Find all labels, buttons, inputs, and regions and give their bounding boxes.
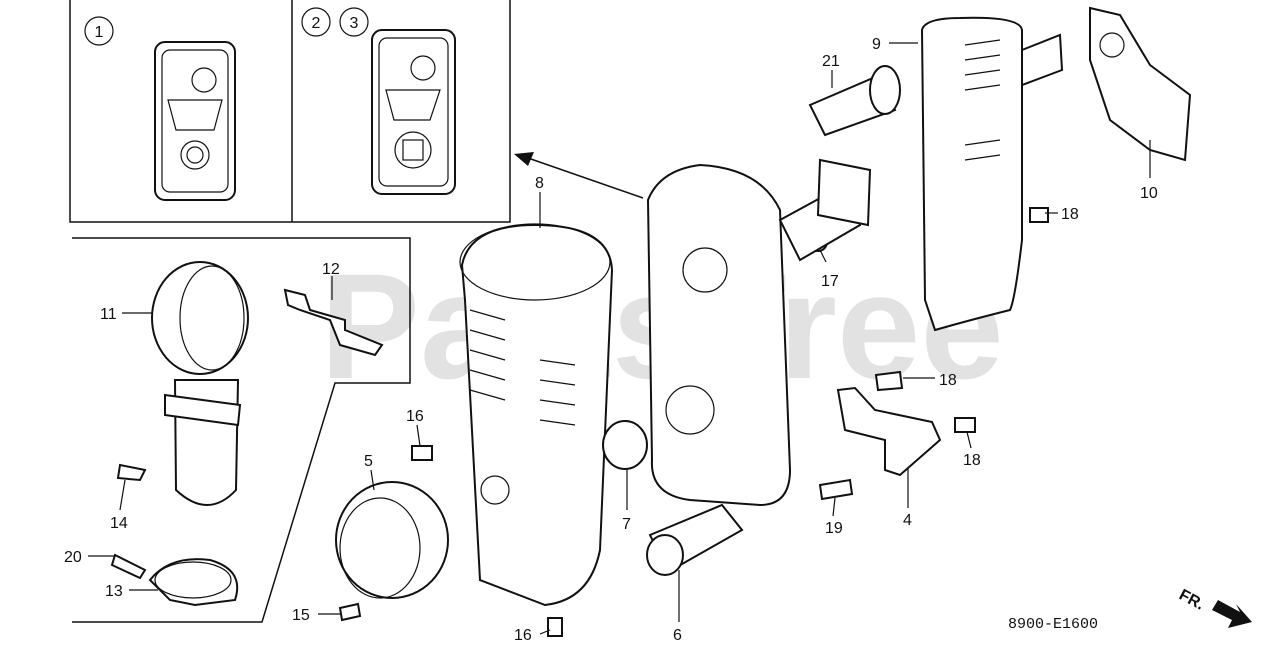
- callout-8[interactable]: 8: [535, 175, 544, 192]
- bolt-20: [110, 553, 147, 580]
- callout-18c[interactable]: 18: [963, 452, 981, 469]
- svg-text:3: 3: [350, 15, 359, 32]
- variant-1-muffler-front: [154, 41, 236, 201]
- svg-text:FR.: FR.: [1176, 587, 1207, 614]
- bolt-15: [338, 602, 362, 622]
- callout-15[interactable]: 15: [292, 607, 310, 624]
- callout-12[interactable]: 12: [322, 261, 340, 278]
- part-6-screen: [646, 503, 744, 576]
- variant-1-marker: 1: [84, 16, 114, 46]
- callout-21[interactable]: 21: [822, 53, 840, 70]
- variant-3-marker: 3: [339, 7, 369, 37]
- bolt-18b: [874, 370, 904, 392]
- callout-7[interactable]: 7: [622, 516, 631, 533]
- muffler-body: [646, 158, 872, 507]
- leader-lines: [88, 42, 1151, 635]
- diagram-code: 8900-E1600: [1008, 616, 1098, 633]
- bolt-16a: [411, 445, 433, 461]
- part-9-heat-shield: [920, 16, 1064, 332]
- part-12-bracket: [283, 288, 384, 357]
- callout-17[interactable]: 17: [821, 273, 839, 290]
- callout-6[interactable]: 6: [673, 627, 682, 644]
- callout-13[interactable]: 13: [105, 583, 123, 600]
- callout-16a[interactable]: 16: [406, 408, 424, 425]
- bolt-18c: [954, 417, 976, 433]
- callout-14[interactable]: 14: [110, 515, 128, 532]
- variant-2-marker: 2: [301, 7, 331, 37]
- part-5-arrester-cap: [335, 481, 449, 599]
- part-11-arrester: [151, 261, 249, 506]
- inset-frames: [69, 0, 511, 623]
- part-7-cap: [602, 420, 648, 470]
- callout-11[interactable]: 11: [100, 306, 117, 323]
- callout-9[interactable]: 9: [872, 36, 881, 53]
- part-10-stay-plate: [1089, 6, 1192, 162]
- callout-4[interactable]: 4: [903, 512, 912, 529]
- direction-arrow: [514, 152, 644, 199]
- svg-text:2: 2: [312, 15, 321, 32]
- callout-20[interactable]: 20: [64, 549, 82, 566]
- svg-text:1: 1: [95, 24, 104, 41]
- callout-5[interactable]: 5: [364, 453, 373, 470]
- bolt-18a: [1029, 207, 1049, 223]
- part-4-bracket: [836, 386, 942, 477]
- front-direction-indicator: FR.: [1176, 587, 1252, 628]
- callout-labels: 9 10 21 8 12 11 17 18 18 18 4 19 7 6 5 1…: [64, 36, 1158, 644]
- callout-18b[interactable]: 18: [939, 372, 957, 389]
- callout-10[interactable]: 10: [1140, 185, 1158, 202]
- bolt-16b: [547, 617, 563, 637]
- part-21-screen: [808, 65, 901, 137]
- bolt-14: [116, 463, 147, 482]
- part-8-protector: [459, 223, 614, 607]
- bolt-19: [818, 478, 854, 501]
- part-13-clamp: [148, 558, 239, 607]
- callout-16b[interactable]: 16: [514, 627, 532, 644]
- callout-19[interactable]: 19: [825, 520, 843, 537]
- variant-2-3-muffler-front: [371, 29, 456, 195]
- callout-18a[interactable]: 18: [1061, 206, 1079, 223]
